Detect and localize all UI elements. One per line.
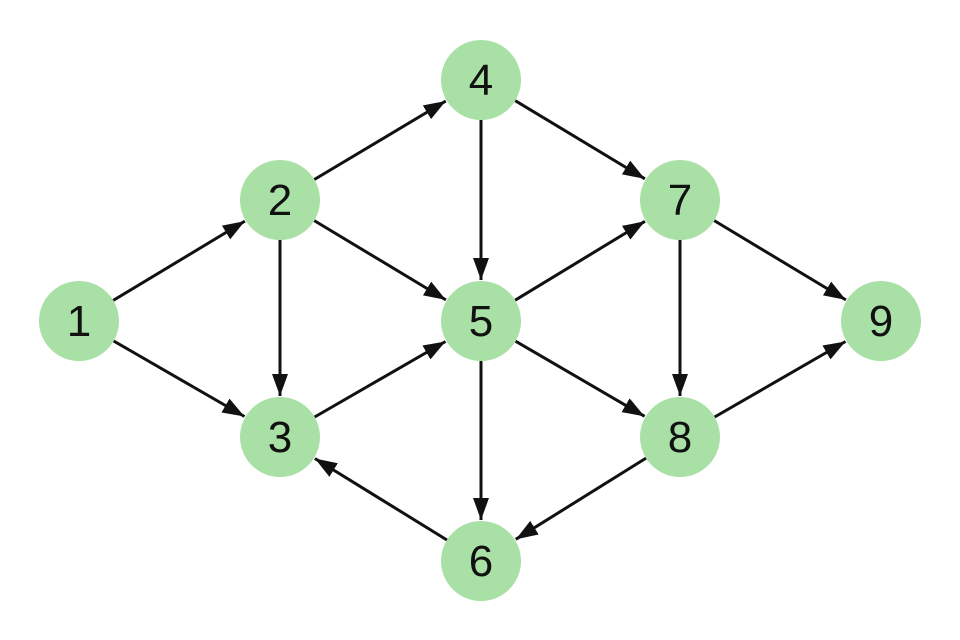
node-8: 8 xyxy=(640,397,720,477)
node-5: 5 xyxy=(441,281,521,361)
edges-layer xyxy=(112,99,847,542)
node-label-5: 5 xyxy=(469,297,493,346)
node-label-9: 9 xyxy=(869,297,893,346)
edge-1-to-3 xyxy=(112,339,246,418)
node-circle-3 xyxy=(240,397,320,477)
node-2: 2 xyxy=(240,160,320,240)
node-circle-9 xyxy=(841,281,921,361)
node-1: 1 xyxy=(39,281,119,361)
edge-7-to-9 xyxy=(713,219,847,302)
edge-2-to-5 xyxy=(313,219,447,302)
edge-3-to-5 xyxy=(313,340,447,419)
edge-1-to-2 xyxy=(112,219,246,302)
node-4: 4 xyxy=(441,40,521,120)
node-7: 7 xyxy=(640,160,720,240)
node-circle-8 xyxy=(640,397,720,477)
node-3: 3 xyxy=(240,397,320,477)
edge-5-to-7 xyxy=(514,220,646,302)
edge-5-to-8 xyxy=(514,339,646,418)
edge-4-to-7 xyxy=(514,99,646,181)
edge-6-to-3 xyxy=(314,457,448,542)
node-9: 9 xyxy=(841,281,921,361)
node-circle-7 xyxy=(640,160,720,240)
node-circle-4 xyxy=(441,40,521,120)
node-label-1: 1 xyxy=(67,297,91,346)
node-label-2: 2 xyxy=(268,176,292,225)
node-label-7: 7 xyxy=(668,176,692,225)
edge-8-to-6 xyxy=(515,456,647,541)
node-label-3: 3 xyxy=(268,413,292,462)
edge-2-to-4 xyxy=(313,99,447,181)
node-circle-6 xyxy=(441,521,521,601)
node-label-8: 8 xyxy=(668,413,692,462)
nodes-layer: 1 2 3 4 5 6 7 8 9 xyxy=(39,40,921,601)
node-label-6: 6 xyxy=(469,537,493,586)
node-circle-2 xyxy=(240,160,320,240)
node-6: 6 xyxy=(441,521,521,601)
node-circle-1 xyxy=(39,281,119,361)
node-label-4: 4 xyxy=(469,56,493,105)
node-circle-5 xyxy=(441,281,521,361)
edge-8-to-9 xyxy=(713,340,847,419)
